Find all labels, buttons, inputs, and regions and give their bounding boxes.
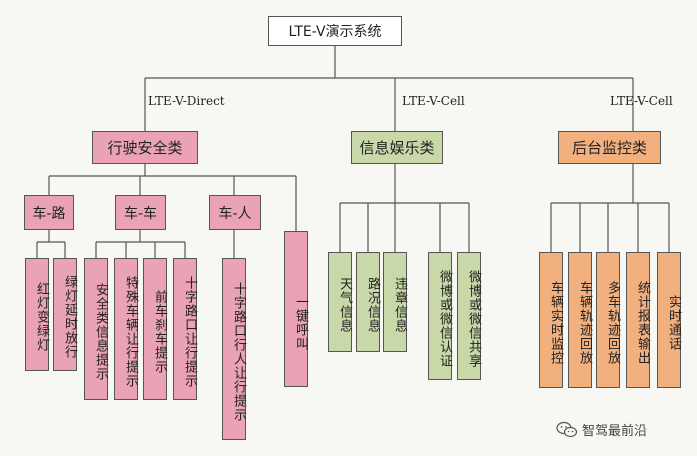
leaf-multi-vehicle-replay: 多车轨迹回放 — [596, 252, 620, 388]
leaf-weather-info: 天气信息 — [328, 252, 352, 352]
leaf-one-key-call: 一键呼叫 — [284, 231, 308, 387]
leaf-statistics-report: 统计报表输出 — [626, 252, 650, 388]
leaf-intersection-yield: 十字路口让行提示 — [173, 258, 197, 400]
leaf-green-extension: 绿灯延时放行 — [53, 258, 77, 371]
leaf-violation-info: 违章信息 — [383, 252, 407, 352]
leaf-vehicle-track-replay: 车辆轨迹回放 — [568, 252, 592, 388]
watermark-text: 智驾最前沿 — [582, 424, 648, 439]
leaf-realtime-call: 实时通话 — [657, 252, 681, 388]
watermark: 智驾最前沿 — [556, 420, 647, 439]
leaf-traffic-info: 路况信息 — [356, 252, 380, 352]
root-node: LTE-V演示系统 — [268, 16, 402, 46]
group-vehicle-vehicle: 车-车 — [115, 195, 166, 230]
group-vehicle-road: 车-路 — [24, 195, 74, 230]
branch-backend-monitoring: 后台监控类 — [558, 131, 661, 164]
leaf-intersection-pedestrian-yield: 十字路口行人让行提示 — [222, 258, 246, 440]
link-label-cell-info: LTE-V-Cell — [402, 94, 465, 108]
branch-infotainment: 信息娱乐类 — [351, 131, 443, 164]
link-label-direct: LTE-V-Direct — [148, 94, 225, 108]
wechat-icon — [556, 421, 578, 437]
branch-driving-safety: 行驶安全类 — [92, 131, 198, 164]
leaf-realtime-vehicle-monitor: 车辆实时监控 — [539, 252, 563, 388]
leaf-safety-info: 安全类信息提示 — [84, 258, 108, 400]
leaf-weibo-wechat-auth: 微博或微信认证 — [428, 252, 452, 380]
leaf-red-to-green: 红灯变绿灯 — [25, 258, 49, 371]
leaf-weibo-wechat-share: 微博或微信共享 — [457, 252, 481, 380]
group-vehicle-pedestrian: 车-人 — [209, 195, 261, 230]
leaf-special-vehicle-yield: 特殊车辆让行提示 — [114, 258, 138, 400]
link-label-cell-monitor: LTE-V-Cell — [610, 94, 673, 108]
leaf-front-brake: 前车刹车提示 — [143, 258, 167, 400]
